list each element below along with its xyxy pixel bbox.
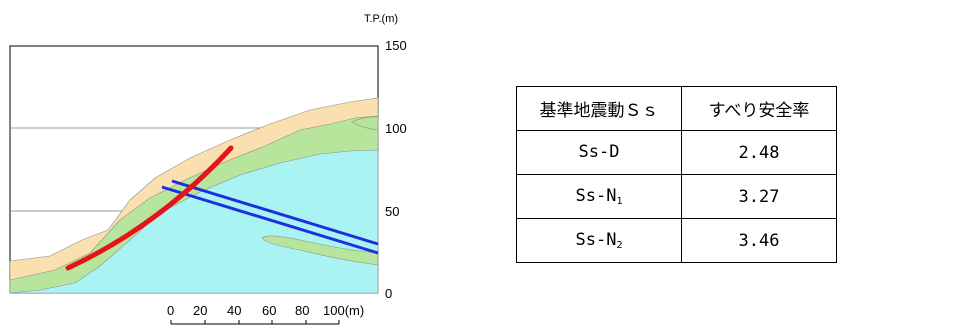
seam-line-upper	[171, 179, 379, 246]
cell-safety-factor: 3.46	[681, 218, 837, 263]
header-ground-motion: 基準地震動Ｓｓ	[516, 86, 682, 131]
elevation-tick-150: 150	[385, 38, 407, 53]
cell-ground-motion: Ss-N2	[516, 218, 682, 263]
distance-scale: 0 20 40 60 80 100(m)	[167, 303, 364, 325]
bedrock-layer	[9, 149, 379, 294]
elevation-unit-label: T.P.(m)	[364, 13, 398, 25]
scale-tick-40: 40	[227, 303, 241, 318]
cell-ground-motion: Ss-N1	[516, 174, 682, 219]
slope-cross-section: T.P.(m) 150 100 50 0 0 20 40 60 80 100(m…	[9, 13, 407, 325]
scale-tick-80: 80	[295, 303, 309, 318]
scale-tick-20: 20	[193, 303, 207, 318]
table-row: Ss-N2 3.46	[516, 218, 837, 263]
seam	[161, 179, 379, 255]
safety-factor-table: 基準地震動Ｓｓ すべり安全率 Ss-D 2.48 Ss-N1 3.27 Ss-N…	[516, 86, 837, 263]
scale-tick-60: 60	[262, 303, 276, 318]
scale-tick-0: 0	[167, 303, 174, 318]
cell-safety-factor: 2.48	[681, 130, 837, 175]
seam-line-lower	[161, 185, 379, 255]
header-safety-factor: すべり安全率	[681, 86, 837, 131]
elevation-tick-100: 100	[385, 121, 407, 136]
cell-ground-motion: Ss-D	[516, 130, 682, 175]
table-header-row: 基準地震動Ｓｓ すべり安全率	[516, 86, 837, 131]
table-row: Ss-D 2.48	[516, 130, 837, 175]
scale-tick-100: 100(m)	[323, 303, 364, 318]
cell-safety-factor: 3.27	[681, 174, 837, 219]
table-row: Ss-N1 3.27	[516, 174, 837, 219]
elevation-tick-50: 50	[385, 204, 399, 219]
green-lens-upper	[351, 116, 379, 131]
slip-surface-curve	[65, 145, 234, 271]
green-lens-lower	[261, 235, 379, 266]
elevation-tick-0: 0	[385, 286, 392, 301]
